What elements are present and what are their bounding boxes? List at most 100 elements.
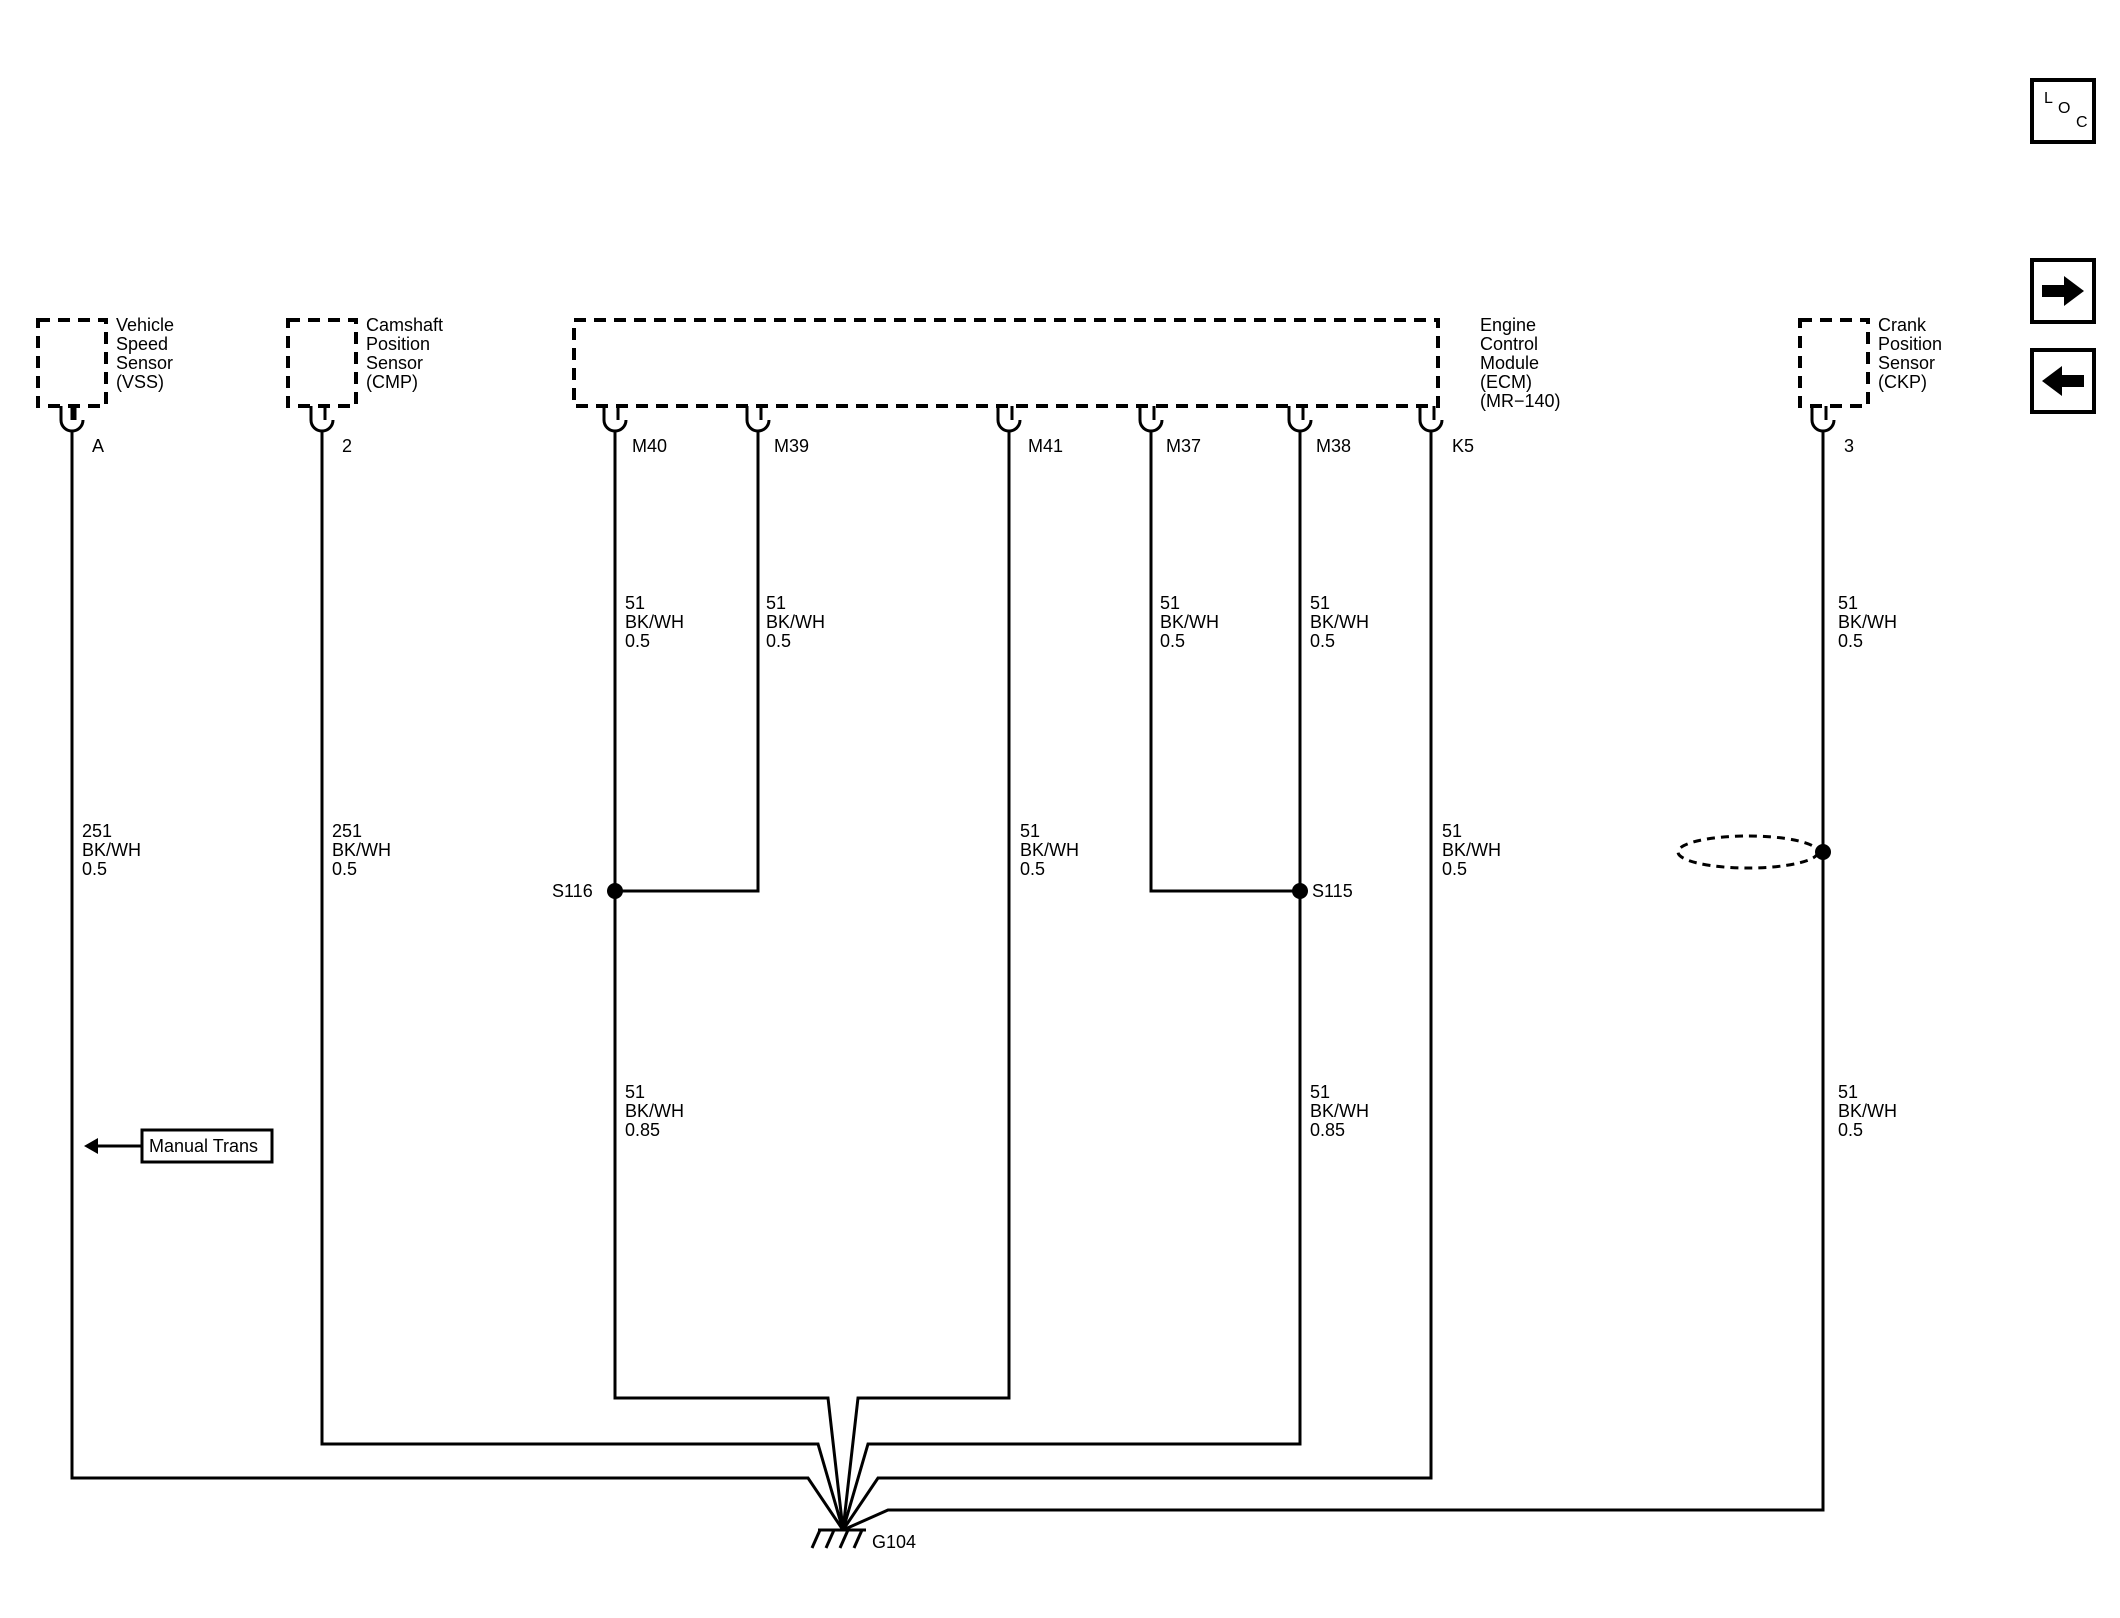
- connector-pins: [59, 406, 1836, 433]
- pin-label-m38: M38: [1316, 436, 1351, 456]
- svg-text:Camshaft: Camshaft: [366, 315, 443, 335]
- wire-label-m38-upper: 51 BK/WH 0.5: [1310, 593, 1369, 651]
- svg-text:51: 51: [1310, 1082, 1330, 1102]
- svg-text:Crank: Crank: [1878, 315, 1927, 335]
- svg-text:0.5: 0.5: [766, 631, 791, 651]
- pin-label-ckp: 3: [1844, 436, 1854, 456]
- svg-text:0.5: 0.5: [1020, 859, 1045, 879]
- splice-s115-label: S115: [1312, 881, 1353, 901]
- svg-text:BK/WH: BK/WH: [625, 612, 684, 632]
- svg-text:Module: Module: [1480, 353, 1539, 373]
- ecm-component-label: Engine Control Module (ECM) (MR−140): [1480, 315, 1561, 411]
- svg-text:(CMP): (CMP): [366, 372, 418, 392]
- arrow-left-icon: [84, 1138, 98, 1154]
- previous-page-button[interactable]: [2030, 348, 2096, 414]
- svg-text:0.85: 0.85: [625, 1120, 660, 1140]
- manual-trans-callout[interactable]: Manual Trans: [84, 1128, 274, 1164]
- wire-label-s116-lower: 51 BK/WH 0.85: [625, 1082, 684, 1140]
- splice-s115-dot: [1292, 883, 1308, 899]
- vss-component-label: Vehicle Speed Sensor (VSS): [116, 315, 174, 392]
- splice-s116-label: S116: [552, 881, 593, 901]
- shielding-ellipse: [1676, 834, 1820, 870]
- cmp-component-box: [286, 318, 358, 408]
- svg-text:0.5: 0.5: [1442, 859, 1467, 879]
- svg-text:BK/WH: BK/WH: [82, 840, 141, 860]
- svg-text:0.5: 0.5: [1310, 631, 1335, 651]
- svg-text:0.5: 0.5: [1838, 1120, 1863, 1140]
- svg-text:0.5: 0.5: [625, 631, 650, 651]
- svg-text:BK/WH: BK/WH: [1442, 840, 1501, 860]
- ckp-component-label: Crank Position Sensor (CKP): [1878, 315, 1942, 392]
- manual-trans-label: Manual Trans: [149, 1136, 258, 1156]
- svg-text:51: 51: [1020, 821, 1040, 841]
- wire-label-ckp-upper: 51 BK/WH 0.5: [1838, 593, 1897, 651]
- shield-drain-dot: [1815, 844, 1831, 860]
- pin-label-m40: M40: [632, 436, 667, 456]
- wire-label-vss: 251 BK/WH 0.5: [82, 821, 141, 879]
- wires: [70, 431, 1825, 1532]
- wire-label-m41: 51 BK/WH 0.5: [1020, 821, 1079, 879]
- svg-text:Engine: Engine: [1480, 315, 1536, 335]
- wire-label-k5: 51 BK/WH 0.5: [1442, 821, 1501, 879]
- svg-text:Position: Position: [366, 334, 430, 354]
- pin-label-k5: K5: [1452, 436, 1474, 456]
- svg-text:Speed: Speed: [116, 334, 168, 354]
- svg-text:(VSS): (VSS): [116, 372, 164, 392]
- svg-text:0.5: 0.5: [1838, 631, 1863, 651]
- ground-icon: [810, 1528, 866, 1549]
- svg-text:(MR−140): (MR−140): [1480, 391, 1561, 411]
- wire-label-m37: 51 BK/WH 0.5: [1160, 593, 1219, 651]
- splice-s116-dot: [607, 883, 623, 899]
- svg-text:0.5: 0.5: [82, 859, 107, 879]
- svg-text:51: 51: [1310, 593, 1330, 613]
- svg-text:51: 51: [1838, 593, 1858, 613]
- svg-text:BK/WH: BK/WH: [1310, 1101, 1369, 1121]
- vss-component-box: [36, 318, 108, 408]
- svg-text:BK/WH: BK/WH: [332, 840, 391, 860]
- next-page-button[interactable]: [2030, 258, 2096, 324]
- svg-text:0.5: 0.5: [1160, 631, 1185, 651]
- wire-label-s115-lower: 51 BK/WH 0.85: [1310, 1082, 1369, 1140]
- svg-text:Sensor: Sensor: [1878, 353, 1935, 373]
- pin-label-m39: M39: [774, 436, 809, 456]
- pin-label-m41: M41: [1028, 436, 1063, 456]
- svg-text:BK/WH: BK/WH: [1020, 840, 1079, 860]
- wire-label-m40-upper: 51 BK/WH 0.5: [625, 593, 684, 651]
- arrow-right-icon: [2042, 276, 2084, 306]
- svg-text:51: 51: [766, 593, 786, 613]
- ecm-component-box: [572, 318, 1440, 408]
- svg-text:251: 251: [82, 821, 112, 841]
- svg-text:51: 51: [625, 593, 645, 613]
- loc-letter-o: O: [2058, 100, 2071, 117]
- svg-text:BK/WH: BK/WH: [1310, 612, 1369, 632]
- location-button[interactable]: L O C: [2030, 78, 2096, 144]
- svg-text:Position: Position: [1878, 334, 1942, 354]
- wire-label-cmp: 251 BK/WH 0.5: [332, 821, 391, 879]
- cmp-component-label: Camshaft Position Sensor (CMP): [366, 315, 443, 392]
- pin-label-cmp: 2: [342, 436, 352, 456]
- svg-text:51: 51: [1838, 1082, 1858, 1102]
- svg-text:0.85: 0.85: [1310, 1120, 1345, 1140]
- pin-label-m37: M37: [1166, 436, 1201, 456]
- svg-text:BK/WH: BK/WH: [766, 612, 825, 632]
- svg-text:Control: Control: [1480, 334, 1538, 354]
- pin-label-vss: A: [92, 436, 104, 456]
- loc-letter-l: L: [2044, 90, 2053, 107]
- svg-text:BK/WH: BK/WH: [1160, 612, 1219, 632]
- wire-label-m39: 51 BK/WH 0.5: [766, 593, 825, 651]
- svg-text:Sensor: Sensor: [366, 353, 423, 373]
- loc-letter-c: C: [2076, 114, 2088, 131]
- svg-text:251: 251: [332, 821, 362, 841]
- svg-text:(ECM): (ECM): [1480, 372, 1532, 392]
- svg-text:51: 51: [1160, 593, 1180, 613]
- svg-text:Sensor: Sensor: [116, 353, 173, 373]
- svg-text:BK/WH: BK/WH: [625, 1101, 684, 1121]
- svg-text:Vehicle: Vehicle: [116, 315, 174, 335]
- svg-text:BK/WH: BK/WH: [1838, 612, 1897, 632]
- svg-text:0.5: 0.5: [332, 859, 357, 879]
- svg-text:(CKP): (CKP): [1878, 372, 1927, 392]
- svg-text:BK/WH: BK/WH: [1838, 1101, 1897, 1121]
- svg-text:51: 51: [1442, 821, 1462, 841]
- ckp-component-box: [1798, 318, 1870, 408]
